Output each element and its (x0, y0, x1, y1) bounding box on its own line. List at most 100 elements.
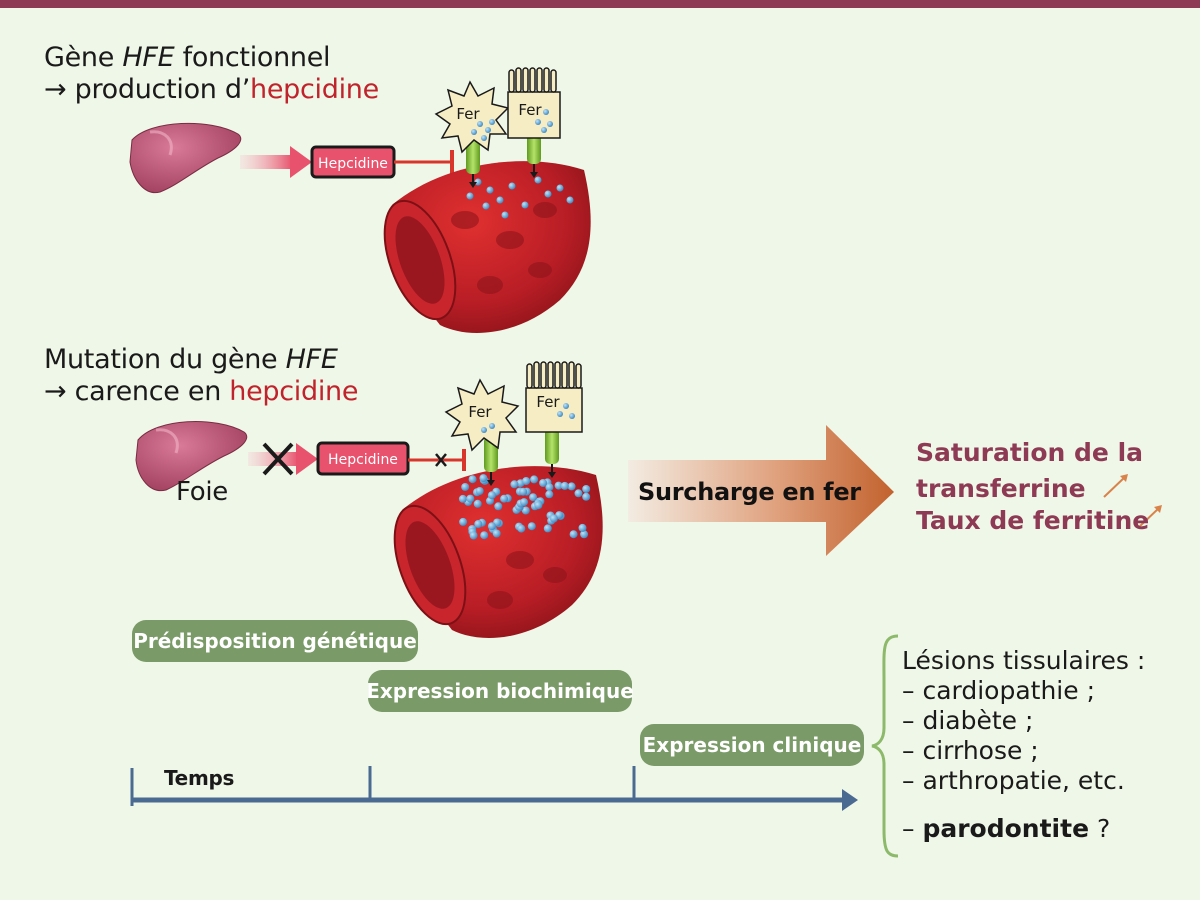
iron-dot (560, 481, 569, 490)
cell-icon: Fer (507, 67, 561, 139)
cross-icon (262, 442, 294, 476)
hepcidine-label: Hepcidine (318, 156, 388, 172)
lesions-brace (871, 634, 899, 858)
iron-dot (554, 481, 563, 490)
cell-icon: Fer (434, 80, 510, 154)
iron-dot (510, 480, 519, 489)
iron-dot (487, 491, 496, 500)
iron-dot (473, 499, 482, 508)
lesion-item: – diabète ; (902, 706, 1034, 735)
result-line: transferrine (916, 474, 1086, 503)
iron-dot (492, 529, 501, 538)
arrow-icon: → (44, 74, 67, 105)
cell-icon: Fer (444, 378, 520, 452)
lesion-item: – cardiopathie ; (902, 676, 1095, 705)
hepcidine-box: Hepcidine (316, 441, 410, 476)
result-line: Saturation de la (916, 438, 1144, 467)
liver-icon (129, 122, 242, 194)
parodontite-word: parodontite (922, 814, 1090, 843)
gene-name: HFE (122, 42, 175, 73)
iron-dot (539, 479, 548, 487)
hepcidine-word: hepcidine (229, 376, 359, 407)
iron-dot (519, 487, 528, 496)
iron-dot (520, 498, 529, 507)
iron-dot (461, 483, 470, 491)
iron-dot (578, 523, 587, 532)
iron-dot (468, 475, 477, 484)
iron-dot (474, 520, 483, 528)
timeline-label: Temps (164, 766, 235, 790)
dash: – (902, 814, 923, 843)
iron-dot (521, 506, 530, 515)
iron-dot (459, 517, 468, 526)
iron-dot (527, 522, 536, 531)
secretion-arrow (248, 443, 318, 475)
secretion-arrow (240, 146, 312, 178)
lesion-item: – arthropatie, etc. (902, 766, 1125, 795)
top-panel-title: Gène HFE fonctionnel (44, 42, 331, 74)
hepcidine-word: hepcidine (250, 74, 379, 105)
gene-name: HFE (285, 344, 338, 375)
iron-dot (458, 494, 467, 503)
iron-dot (480, 531, 489, 540)
fer-label: Fer (468, 403, 492, 421)
vessel-icon (383, 161, 591, 333)
timeline-axis (130, 766, 858, 811)
iron-dots-bottom (458, 474, 591, 540)
subtitle-text: production d’ (74, 74, 251, 105)
title-text: fonctionnel (174, 42, 331, 73)
iron-dot (569, 530, 578, 539)
stage-biochemical: Expression biochimique (366, 670, 634, 712)
result-line: Taux de ferritine (916, 506, 1150, 535)
inhibition-bar-icon (408, 449, 466, 471)
iron-dots-top (466, 176, 574, 219)
hepcidine-label: Hepcidine (328, 452, 398, 468)
subtitle-text: carence en (74, 376, 230, 407)
iron-dot (517, 524, 526, 533)
iron-dot (529, 493, 538, 502)
lesions-title: Lésions tissulaires : (902, 646, 1146, 675)
iron-dot (530, 475, 539, 484)
top-accent-bar (0, 0, 1200, 8)
fer-label: Fer (456, 105, 480, 123)
iron-dot (534, 501, 543, 510)
title-text: Gène (44, 42, 123, 73)
arrow-icon: → (44, 376, 67, 407)
iron-dot (475, 487, 484, 495)
iron-dot (545, 483, 554, 492)
iron-overload-label: Surcharge en fer (638, 478, 861, 506)
hepcidine-box: Hepcidine (310, 145, 396, 179)
trend-up-arrow-icon (1137, 505, 1162, 529)
vessel-icon (393, 466, 603, 638)
fer-label: Fer (518, 101, 542, 119)
iron-dot (574, 489, 583, 498)
iron-dot (479, 474, 488, 483)
bottom-panel-title: Mutation du gène HFE (44, 344, 338, 376)
stage-genetic: Prédisposition génétique (132, 620, 418, 662)
iron-dot (500, 494, 509, 503)
top-panel-subtitle: → production d’hepcidine (44, 74, 379, 106)
iron-dot (580, 530, 589, 539)
bottom-panel-subtitle: → carence en hepcidine (44, 376, 358, 408)
iron-dot (567, 482, 576, 491)
iron-dot (543, 524, 552, 533)
iron-overload-arrow (628, 425, 894, 556)
iron-dot (494, 502, 503, 511)
liver-icon (135, 421, 248, 492)
iron-dot (582, 492, 591, 501)
cell-icon: Fer (525, 361, 583, 433)
title-text: Mutation du gène (44, 344, 286, 375)
fer-label: Fer (536, 393, 560, 411)
liver-label: Foie (176, 477, 228, 507)
iron-dot (582, 485, 591, 493)
lesion-item: – cirrhose ; (902, 736, 1039, 765)
lesion-item-parodontite: – parodontite ? (902, 814, 1110, 844)
iron-dot (487, 522, 496, 531)
iron-dot (545, 490, 554, 499)
iron-dot (549, 514, 558, 523)
iron-dot (469, 531, 478, 540)
stage-clinical: Expression clinique (640, 724, 864, 766)
iron-dot (522, 477, 531, 485)
